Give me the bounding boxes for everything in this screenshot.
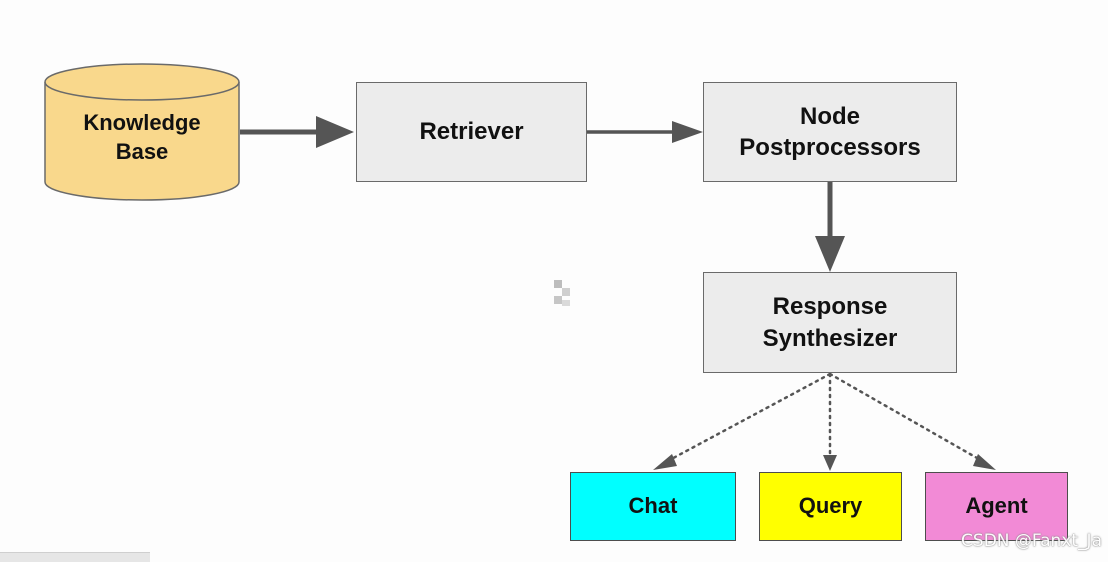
edge-retriever-to-node-postprocessors [587, 121, 703, 143]
chat-label: Chat [628, 493, 678, 519]
query-label: Query [798, 493, 863, 519]
agent-node: Agent [925, 472, 1068, 541]
agent-label: Agent [965, 493, 1028, 519]
bottom-strip [0, 552, 150, 562]
query-node: Query [759, 472, 902, 541]
knowledge-base-line1: Knowledge [83, 110, 201, 135]
knowledge-base-cylinder [44, 63, 240, 201]
cylinder-top [44, 63, 240, 101]
response-synthesizer-line1: Response [772, 293, 888, 321]
mouse-cursor-icon [554, 280, 570, 306]
knowledge-base-label: Knowledge Base [44, 108, 240, 166]
response-synthesizer-line2: Synthesizer [762, 324, 898, 352]
node-postprocessors-line2: Postprocessors [739, 134, 921, 161]
edge-response-synthesizer-to-chat [653, 372, 832, 470]
edge-node-postprocessors-to-response-synthesizer [815, 182, 845, 272]
node-postprocessors-line1: Node [800, 102, 860, 130]
edge-response-synthesizer-to-agent [828, 372, 996, 470]
chat-node: Chat [570, 472, 736, 541]
node-postprocessors-node: Node Postprocessors [703, 82, 957, 182]
watermark-text: CSDN @Fanxt_Ja [961, 531, 1102, 551]
cylinder-body [44, 82, 240, 201]
edge-response-synthesizer-to-query [823, 372, 837, 471]
response-synthesizer-node: Response Synthesizer [703, 272, 957, 373]
edge-knowledge-base-to-retriever [240, 116, 354, 148]
retriever-node: Retriever [356, 82, 587, 182]
retriever-label: Retriever [419, 118, 524, 146]
knowledge-base-line2: Base [115, 139, 169, 165]
